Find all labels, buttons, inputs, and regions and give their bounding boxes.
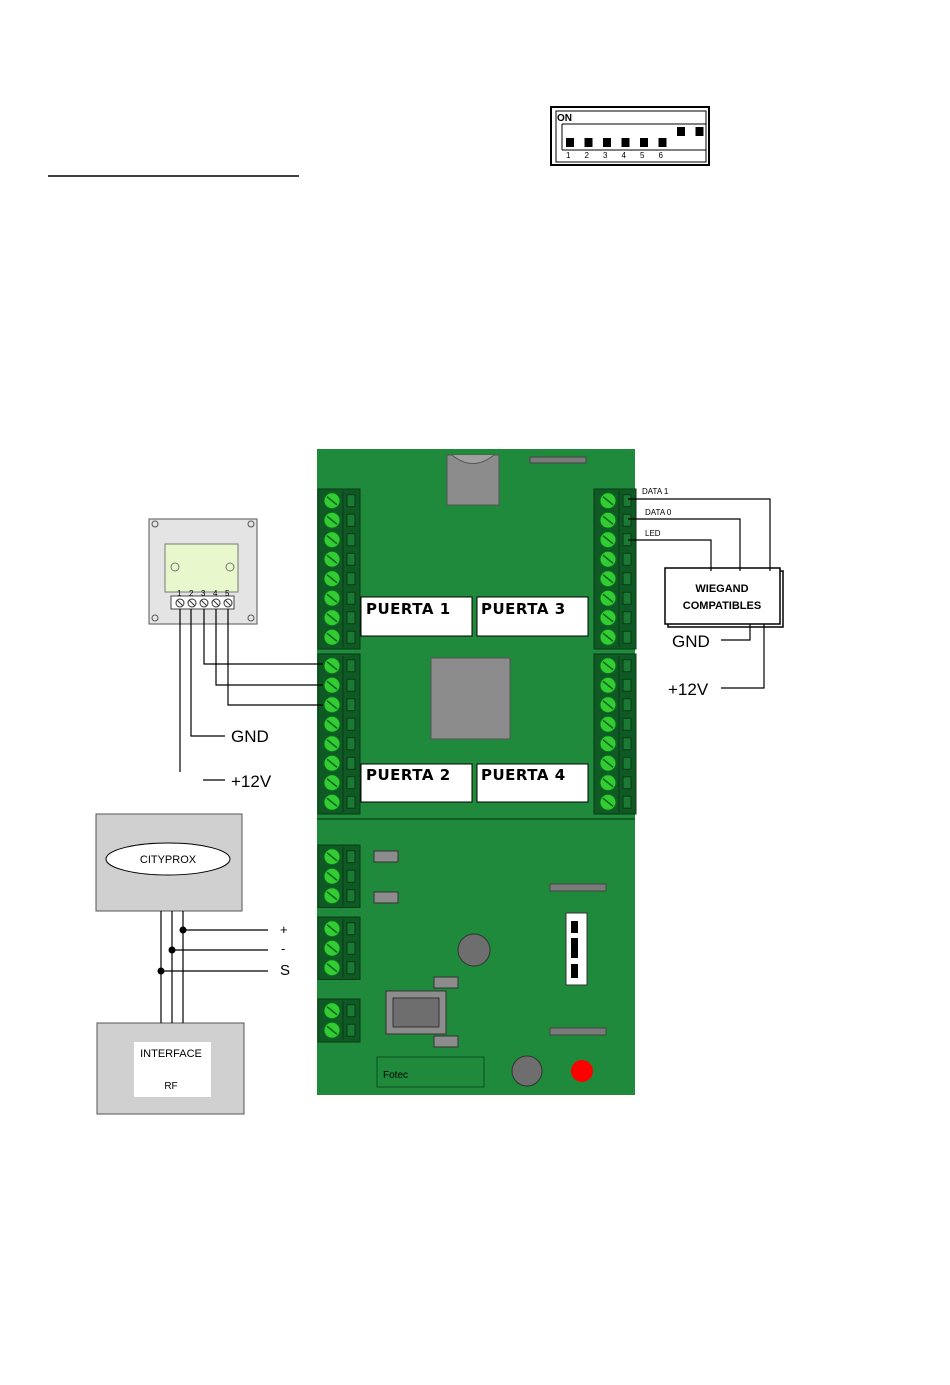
bus-plus-label: + [280, 922, 288, 937]
reader-terminal-number: 4 [213, 589, 218, 598]
interface-rf-unit: INTERFACE RF [97, 1023, 244, 1114]
dip-key [659, 138, 667, 147]
dip-key [585, 138, 593, 147]
bus-wiring [161, 911, 268, 1023]
dip-key [696, 127, 704, 136]
controller-board: PUERTA 1 PUERTA 3 PUERTA 2 PUERTA 4 Fote… [317, 449, 636, 1095]
terminal-block [318, 654, 360, 814]
bus-minus-label: - [281, 941, 285, 956]
cityprox-label: CITYPROX [140, 854, 197, 866]
terminal-block [594, 654, 636, 814]
wiegand-gnd-label: GND [672, 632, 710, 651]
wiegand-title-2: COMPATIBLES [683, 600, 761, 612]
door-1-label: PUERTA 1 [366, 600, 451, 618]
dip-number: 5 [640, 151, 645, 160]
wiegand-12v-label: +12V [668, 680, 709, 699]
reader-terminal-number: 1 [177, 589, 182, 598]
wiegand-led-label: LED [645, 529, 661, 538]
dip-key [622, 138, 630, 147]
door-2-label: PUERTA 2 [366, 766, 451, 784]
wiegand-data1-label: DATA 1 [642, 487, 669, 496]
dip-number: 2 [585, 151, 590, 160]
dip-key [640, 138, 648, 147]
terminal-block [594, 489, 636, 649]
door-3-label: PUERTA 3 [481, 600, 566, 618]
reader-terminal-number: 2 [189, 589, 194, 598]
wiegand-title-1: WIEGAND [695, 583, 748, 595]
wiegand-data0-label: DATA 0 [645, 508, 672, 517]
terminal-block [318, 489, 360, 649]
dip-on-label: ON [557, 113, 572, 124]
reader-terminal-number: 5 [225, 589, 230, 598]
reader-gnd-label: GND [231, 727, 269, 746]
interface-label: INTERFACE [140, 1048, 202, 1060]
battery [512, 1056, 542, 1086]
dip-number: 4 [622, 151, 627, 160]
reader-12v-label: +12V [231, 772, 272, 791]
dip-number: 3 [603, 151, 608, 160]
dip-number: 1 [566, 151, 571, 160]
interface-rf-label: RF [164, 1081, 177, 1092]
maker-label: Fotec [383, 1070, 408, 1081]
buzzer [458, 934, 490, 966]
cityprox-unit: CITYPROX [96, 814, 242, 911]
dip-key [566, 138, 574, 147]
dip-key [677, 127, 685, 136]
wiegand-module: WIEGAND COMPATIBLES [665, 568, 783, 627]
reader-wiring [180, 609, 323, 780]
dip-switch: ON 1 2 3 4 5 6 [551, 107, 709, 165]
status-led [571, 1060, 593, 1082]
bus-s-label: S [280, 962, 290, 979]
reader-terminal-number: 3 [201, 589, 206, 598]
dip-number: 6 [659, 151, 664, 160]
dip-key [603, 138, 611, 147]
door-4-label: PUERTA 4 [481, 766, 566, 784]
processor-chip [431, 658, 510, 739]
